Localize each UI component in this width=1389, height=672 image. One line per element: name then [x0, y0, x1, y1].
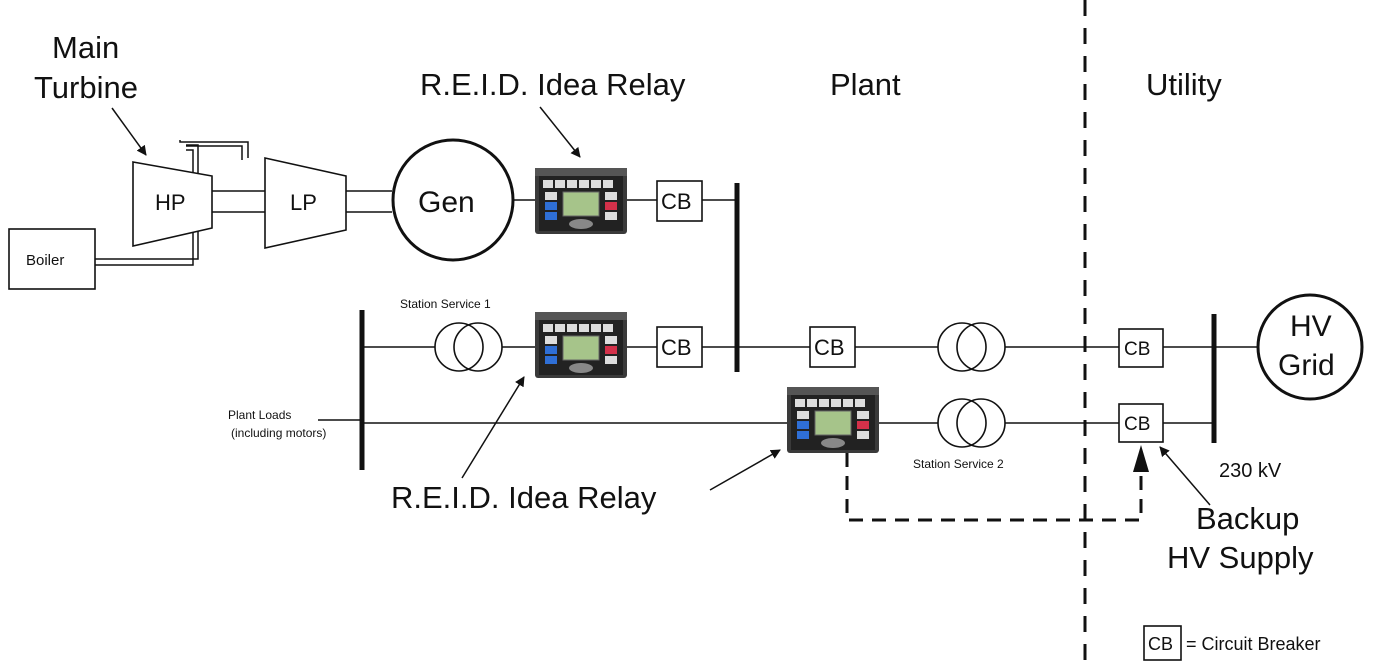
transformer-icon	[937, 398, 987, 448]
hv-grid-label-line2: Grid	[1278, 349, 1335, 382]
cb-label: CB	[814, 335, 845, 360]
lp-label: LP	[290, 190, 317, 215]
relay-bottom-pointer-a	[461, 376, 525, 479]
legend-cb-label: CB	[1148, 634, 1173, 654]
hp-label: HP	[155, 190, 186, 215]
relay-bottom-label: R.E.I.D. Idea Relay	[391, 480, 657, 515]
hv-grid-icon	[1256, 293, 1364, 401]
circuit-breaker-gen	[656, 180, 703, 222]
main-turbine-label-line2: Turbine	[34, 70, 138, 105]
backup-label-line2: HV Supply	[1167, 540, 1314, 575]
relay-top-label: R.E.I.D. Idea Relay	[420, 67, 686, 102]
plant-loads-label-line2: (including motors)	[231, 426, 326, 440]
hv-bus-voltage: 230 kV	[1219, 460, 1282, 482]
cb-label: CB	[661, 335, 692, 360]
station-service-1-label: Station Service 1	[400, 297, 491, 311]
main-turbine-label-line1: Main	[52, 30, 119, 65]
boiler-box	[8, 228, 96, 290]
control-arrowhead	[1133, 445, 1149, 472]
legend-cb-box	[1143, 625, 1182, 661]
hp-lp-crossover	[179, 140, 249, 158]
utility-label: Utility	[1146, 67, 1222, 102]
relay-device-icon	[534, 167, 628, 235]
hp-turbine	[132, 161, 213, 248]
hv-grid-label-line1: HV	[1290, 310, 1332, 343]
cb-label: CB	[1124, 339, 1150, 360]
transformer-icon	[453, 322, 503, 372]
backup-label-line1: Backup	[1196, 501, 1299, 536]
relay-device-icon	[786, 386, 880, 454]
lp-turbine	[264, 157, 347, 249]
transformer-icon	[956, 322, 1006, 372]
relay-control-signal-path	[845, 453, 1143, 522]
circuit-breaker-ss1	[656, 326, 703, 368]
transformer-icon	[956, 398, 1006, 448]
relay-bottom-pointer-b	[709, 449, 781, 491]
transformer-icon	[937, 322, 987, 372]
plant-loads-label-line1: Plant Loads	[228, 408, 291, 422]
plant-label: Plant	[830, 67, 901, 102]
relay-top-pointer	[539, 106, 581, 158]
backup-pointer	[1159, 446, 1211, 506]
circuit-breaker-backup	[1118, 403, 1164, 443]
cb-label: CB	[661, 189, 692, 214]
cb-label: CB	[1124, 414, 1150, 435]
circuit-breaker-utility-main	[1118, 328, 1164, 368]
main-turbine-pointer	[111, 107, 147, 156]
relay-device-icon	[534, 311, 628, 379]
hp-lp-crossover-inner	[186, 145, 243, 160]
legend-description: = Circuit Breaker	[1186, 634, 1321, 654]
station-service-2-label: Station Service 2	[913, 457, 1004, 471]
transformer-icon	[434, 322, 484, 372]
gen-label: Gen	[418, 186, 475, 219]
boiler-label: Boiler	[26, 252, 64, 269]
